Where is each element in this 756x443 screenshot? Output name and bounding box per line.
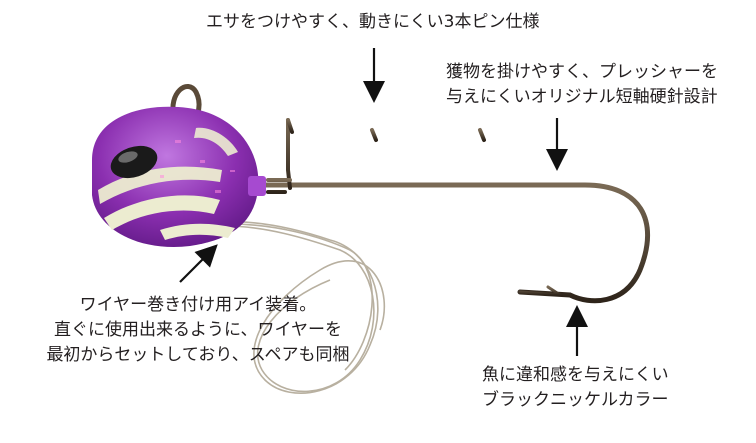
callout-main-hook-line1: 獲物を掛けやすく、プレッシャーを bbox=[446, 62, 718, 82]
lure-head bbox=[92, 106, 266, 247]
callout-wire-eye-line1: ワイヤー巻き付け用アイ装着。 bbox=[79, 295, 317, 315]
callout-coating-line2: ブラックニッケルカラー bbox=[482, 390, 669, 410]
callout-wire-eye-line2: 直ぐに使用出来るように、ワイヤーを bbox=[54, 320, 342, 340]
callout-spike-pins: エサをつけやすく、動きにくい3本ピン仕様 bbox=[206, 10, 539, 35]
callout-main-hook-line2: 与えにくいオリジナル短軸硬針設計 bbox=[446, 87, 718, 107]
wire-leader bbox=[221, 220, 385, 394]
main-hook bbox=[252, 182, 651, 304]
arrow-icon bbox=[179, 48, 588, 356]
callout-coating-line1: 魚に違和感を与えにくい bbox=[482, 365, 669, 385]
callout-main-hook: 獲物を掛けやすく、プレッシャーを 与えにくいオリジナル短軸硬針設計 bbox=[446, 60, 718, 110]
callout-coating: 魚に違和感を与えにくい ブラックニッケルカラー bbox=[482, 363, 669, 413]
spike-pins bbox=[266, 118, 486, 194]
callout-spike-pins-text: エサをつけやすく、動きにくい3本ピン仕様 bbox=[206, 12, 540, 32]
callout-wire-eye-line3: 最初からセットしており、スペアも同梱 bbox=[46, 345, 350, 365]
callout-wire-eye: ワイヤー巻き付け用アイ装着。 直ぐに使用出来るように、ワイヤーを 最初からセット… bbox=[12, 293, 384, 368]
